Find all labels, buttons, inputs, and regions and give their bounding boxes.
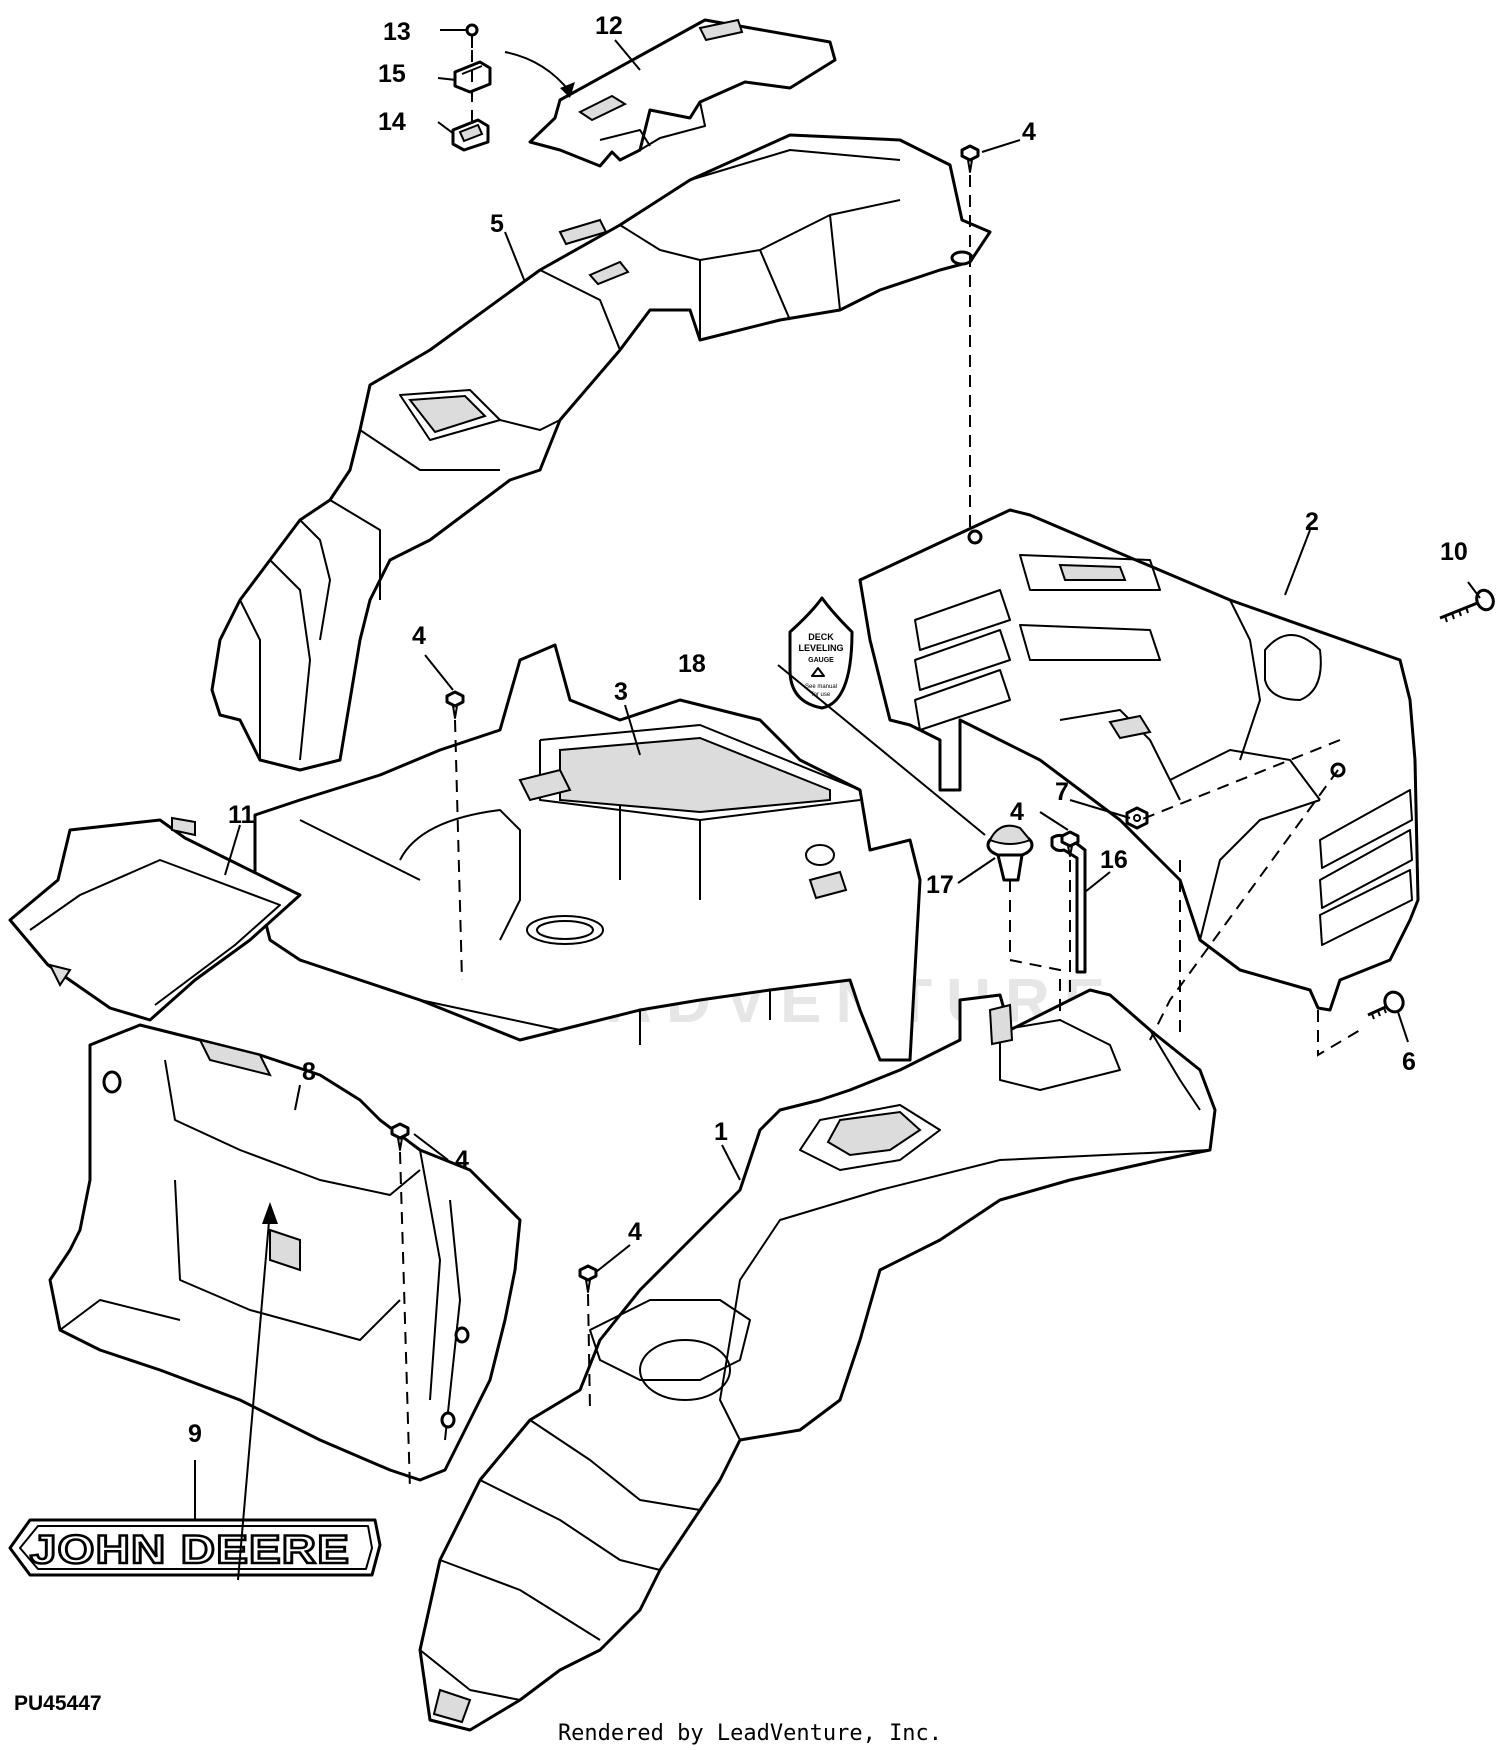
footer-credit: Rendered by LeadVenture, Inc. bbox=[557, 1721, 943, 1746]
callout-11: 11 bbox=[228, 801, 255, 829]
main-fender-part-1[interactable] bbox=[418, 988, 1217, 1732]
install-arrow bbox=[504, 51, 571, 93]
callout-15: 15 bbox=[378, 60, 406, 88]
leader-lines bbox=[194, 29, 1481, 1581]
callout-5: 5 bbox=[490, 210, 504, 238]
fender-shroud-part-5[interactable] bbox=[210, 133, 992, 772]
assembly-lines bbox=[399, 175, 1361, 1491]
screw-part-6[interactable] bbox=[1367, 989, 1406, 1020]
callout-6: 6 bbox=[1402, 1048, 1416, 1076]
callout-4-panel: 4 bbox=[455, 1146, 469, 1174]
callout-1: 1 bbox=[714, 1118, 728, 1146]
john-deere-decal-part-9[interactable]: JOHN DEERE bbox=[8, 1518, 382, 1577]
screw-part-13[interactable] bbox=[465, 23, 479, 48]
callout-16: 16 bbox=[1100, 846, 1128, 874]
callout-13: 13 bbox=[383, 18, 411, 46]
callout-3: 3 bbox=[614, 678, 628, 706]
screw-part-4-panel[interactable] bbox=[390, 1122, 410, 1151]
nut-part-7[interactable] bbox=[1125, 806, 1149, 830]
callout-17: 17 bbox=[926, 871, 954, 899]
screw-part-4-mid[interactable] bbox=[1060, 830, 1080, 857]
console-cover-part-12[interactable] bbox=[528, 18, 837, 168]
decal-line-3: GAUGE bbox=[808, 657, 834, 664]
rear-fender-panel-part-2[interactable] bbox=[858, 508, 1420, 1012]
decal-line-2: LEVELING bbox=[798, 643, 843, 653]
deck-leveling-gauge-decal-part-18[interactable]: DECK LEVELING GAUGE See manual for use bbox=[788, 596, 854, 710]
decal-icon bbox=[811, 667, 825, 677]
seat-pan-part-3[interactable] bbox=[253, 643, 922, 1062]
drawing-id: PU45447 bbox=[14, 1692, 102, 1715]
callout-4-fender: 4 bbox=[628, 1218, 642, 1246]
callout-4-top: 4 bbox=[1022, 118, 1036, 146]
screw-part-10[interactable] bbox=[1439, 588, 1496, 623]
decal-line-5: for use bbox=[812, 692, 831, 698]
brand-text: JOHN DEERE bbox=[30, 1528, 350, 1572]
callout-7: 7 bbox=[1055, 778, 1069, 806]
callout-9: 9 bbox=[188, 1420, 202, 1448]
gauge-holder-part-17[interactable] bbox=[986, 824, 1034, 882]
callout-10: 10 bbox=[1440, 538, 1468, 566]
callout-14: 14 bbox=[378, 108, 406, 136]
screw-part-4-seat[interactable] bbox=[445, 690, 465, 719]
callout-12: 12 bbox=[595, 12, 623, 40]
rod-part-16[interactable] bbox=[1050, 833, 1087, 974]
callout-numbers: 13 12 15 14 4 5 2 10 4 18 3 11 4 7 17 16… bbox=[188, 12, 1468, 1448]
install-arrow-head bbox=[560, 82, 575, 98]
callout-8: 8 bbox=[302, 1058, 316, 1086]
rear-panel-part-8[interactable] bbox=[48, 1023, 522, 1482]
screw-part-4-top[interactable] bbox=[960, 144, 980, 173]
decal-line-1: DECK bbox=[808, 632, 834, 642]
callout-4-mid: 4 bbox=[1010, 798, 1024, 826]
screw-part-4-fender[interactable] bbox=[578, 1264, 598, 1293]
decal-line-4: See manual bbox=[805, 684, 837, 690]
latch-base-part-14[interactable] bbox=[451, 118, 490, 152]
callout-4-seat: 4 bbox=[412, 622, 426, 650]
callout-18: 18 bbox=[678, 650, 706, 678]
callout-2: 2 bbox=[1305, 508, 1319, 536]
